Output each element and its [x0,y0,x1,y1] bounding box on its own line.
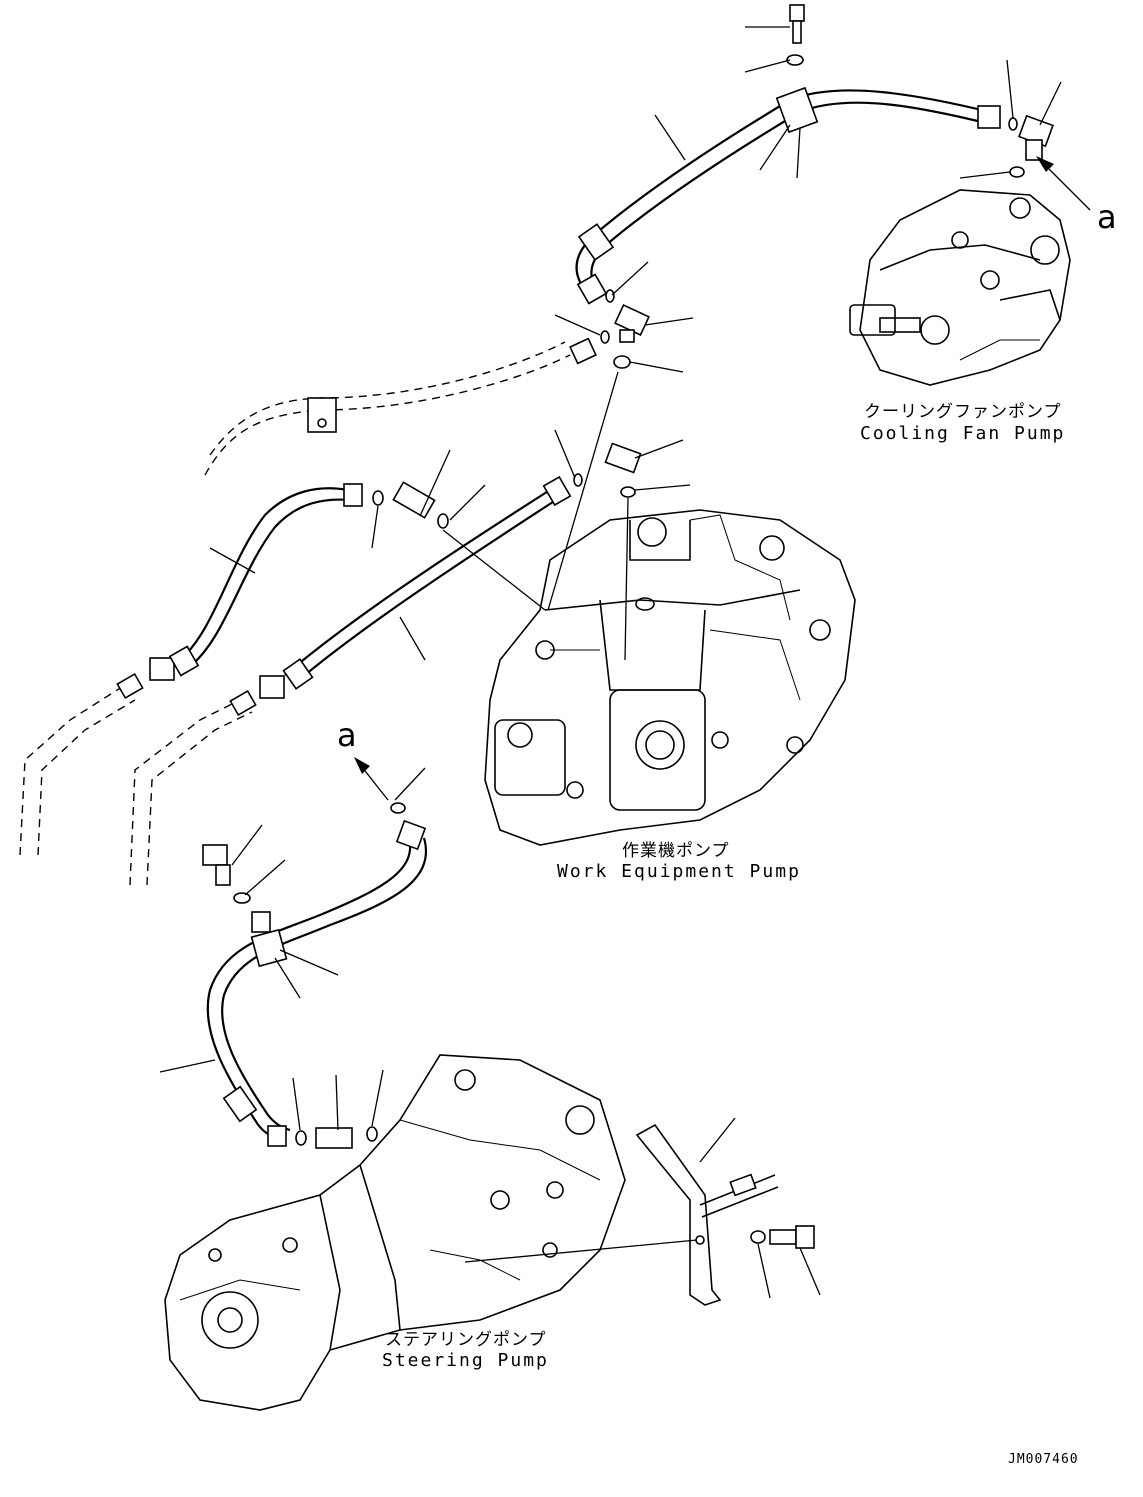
steering-pump-hose [206,819,427,1147]
cooling-fan-elbow [1008,114,1054,178]
cooling-fan-pump [849,189,1071,386]
work-equipment-pump [484,509,856,846]
cooling-fan-pump-label-jp: クーリングファンポンプ [864,402,1062,422]
hose-bracket [635,1123,815,1306]
middle-elbow-fitting [600,289,650,369]
view-reference-a-top: a [1097,198,1117,236]
steering-adapter [295,802,406,1149]
steering-hose-clamp [202,844,288,968]
steering-pump-label-jp: ステアリングポンプ [385,1330,547,1350]
work-pump-hose-left [149,483,363,681]
existing-hose-dashed-upper [204,337,597,476]
work-pump-adapter [372,442,642,529]
top-hose-clamp [775,4,819,134]
steering-pump-label-en: Steering Pump [382,1350,549,1371]
cooling-fan-hose [575,89,1001,305]
cooling-fan-pump-label-en: Cooling Fan Pump [860,423,1066,444]
document-id: JM007460 [1008,1452,1079,1467]
view-arrow-left [354,757,389,801]
leader-lines [159,26,1062,1299]
work-equipment-pump-label-en: Work Equipment Pump [557,861,801,882]
existing-tube-dashed-left [19,672,257,886]
work-pump-hose-right [259,475,572,699]
work-equipment-pump-label-jp: 作業機ポンプ [622,841,730,861]
view-reference-a-left: a [337,716,357,754]
view-arrow-top [1036,156,1091,211]
steering-pump [164,1054,626,1411]
